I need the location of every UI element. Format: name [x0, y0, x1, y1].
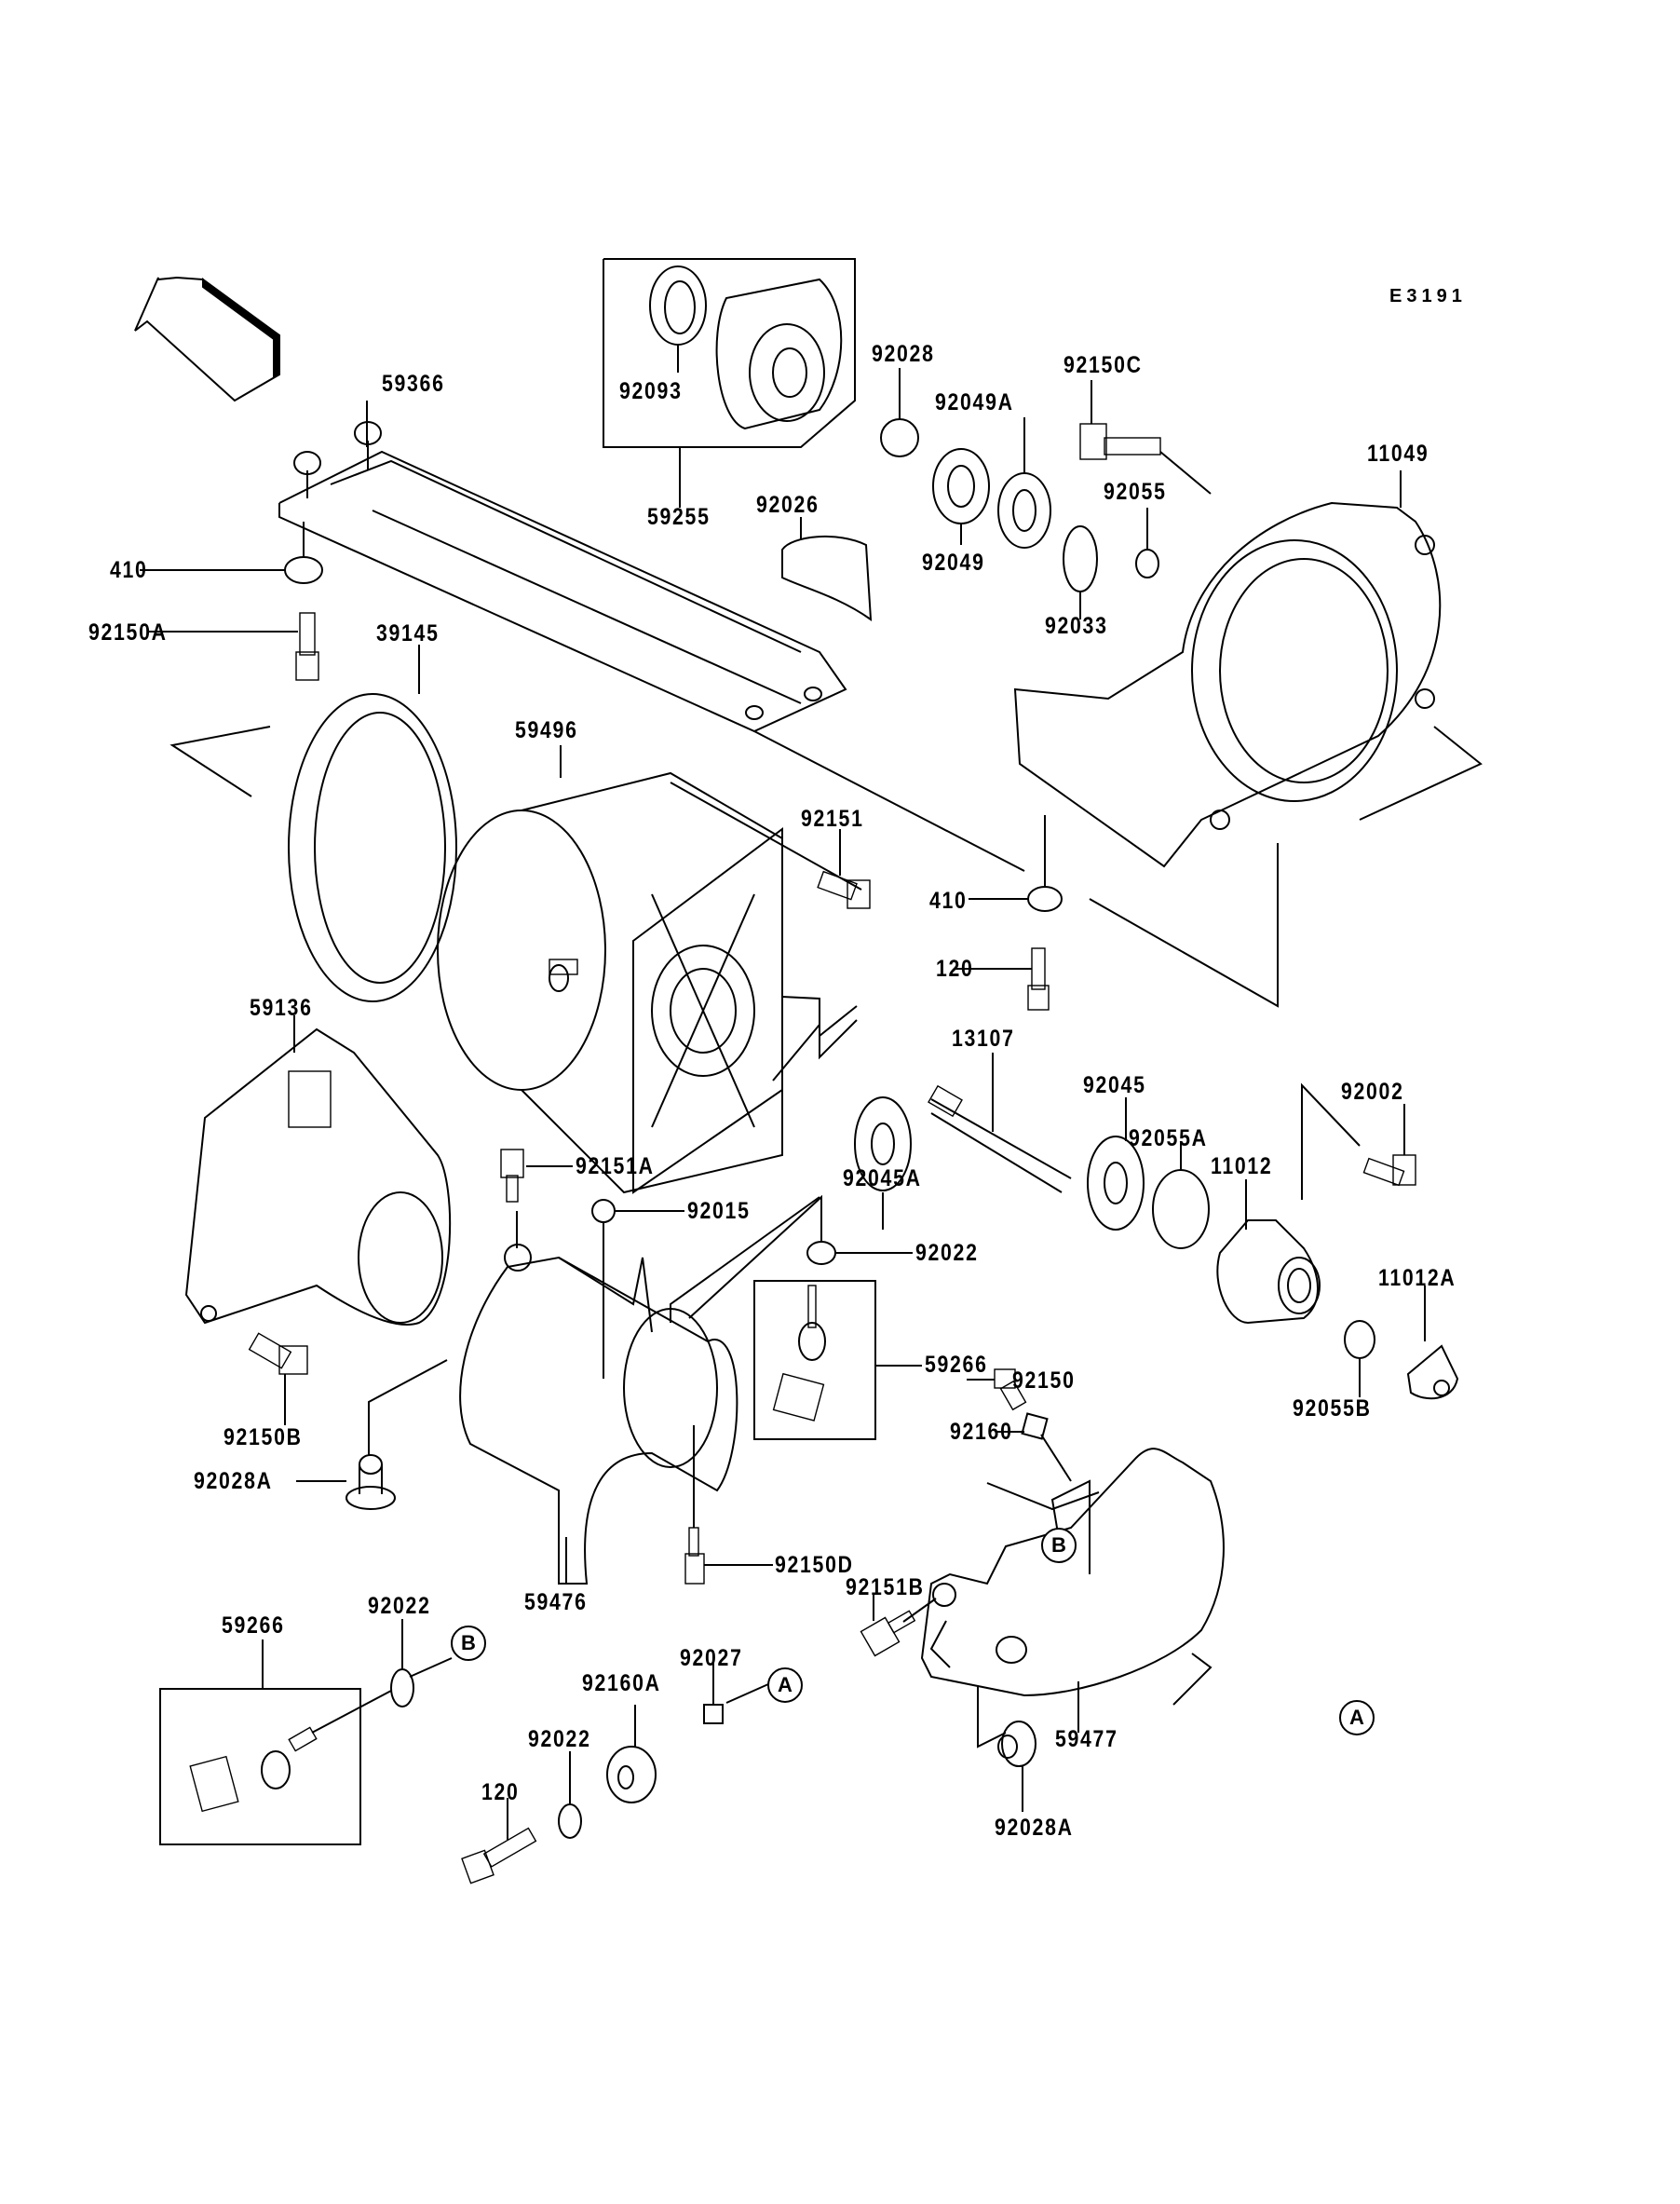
label-120-a: 120: [936, 956, 974, 982]
collar-92028A-b: [997, 1721, 1036, 1767]
fitting-kit-box-b: [159, 1688, 361, 1845]
label-59366: 59366: [382, 371, 445, 397]
bolt-92150C: [1079, 423, 1161, 460]
label-92022-b: 92022: [368, 1593, 431, 1619]
spacer-92022-a: [806, 1241, 836, 1265]
label-92028: 92028: [872, 341, 935, 367]
label-59266-a: 59266: [925, 1352, 988, 1378]
bearing-92049A: [997, 472, 1051, 549]
oring-92055: [1135, 549, 1159, 578]
label-92049A: 92049A: [935, 389, 1014, 415]
label-92150A: 92150A: [88, 619, 168, 646]
fitting-kit-box-a: [753, 1280, 876, 1440]
label-92045: 92045: [1083, 1072, 1146, 1098]
bolt-92151A: [500, 1149, 524, 1203]
label-11012: 11012: [1211, 1153, 1273, 1179]
washer-92022-b: [390, 1668, 414, 1707]
oring-92055B: [1344, 1320, 1375, 1359]
label-92028A-b: 92028A: [995, 1815, 1074, 1841]
label-92033: 92033: [1045, 613, 1108, 639]
impeller-kit-box: [603, 258, 856, 508]
bolt-120-a: [1027, 947, 1050, 1011]
label-92002: 92002: [1341, 1079, 1404, 1105]
front-arrow-icon: [134, 276, 280, 402]
label-11012A: 11012A: [1378, 1265, 1456, 1291]
drive-shaft-13107: [928, 1084, 1072, 1193]
label-92045A: 92045A: [843, 1165, 922, 1191]
ride-plate-part: [278, 401, 847, 733]
label-92151: 92151: [801, 806, 864, 832]
bushing-92160: [1021, 1412, 1049, 1440]
label-92055B: 92055B: [1293, 1395, 1372, 1422]
collar-92028: [880, 418, 919, 457]
label-92049: 92049: [922, 550, 985, 576]
label-92160A: 92160A: [582, 1670, 661, 1696]
label-92151A: 92151A: [576, 1153, 655, 1179]
label-39145: 39145: [376, 620, 440, 646]
collar-92027: [703, 1704, 724, 1724]
label-410-a: 410: [110, 557, 148, 583]
ref-marker-a: A: [1339, 1700, 1375, 1735]
oring-92055A: [1152, 1169, 1210, 1249]
label-59476: 59476: [524, 1589, 588, 1615]
spacer-410-b: [1027, 886, 1063, 912]
label-92022-c: 92022: [528, 1726, 591, 1752]
cap-92026: [781, 536, 873, 622]
label-92022-a: 92022: [915, 1240, 979, 1266]
label-92150-b: 92150: [1012, 1367, 1076, 1394]
circlip-92033: [1063, 525, 1098, 592]
label-59255: 59255: [647, 504, 711, 530]
bolt-120-b: [461, 1827, 537, 1884]
ref-marker-b: B: [1041, 1528, 1077, 1563]
label-92150B: 92150B: [224, 1424, 303, 1450]
spacer-410-a: [284, 556, 323, 584]
label-59136: 59136: [250, 995, 313, 1021]
label-92027: 92027: [680, 1645, 743, 1671]
ref-marker-b: B: [451, 1626, 486, 1661]
label-92093: 92093: [619, 378, 683, 404]
cap-11012A: [1406, 1344, 1459, 1400]
label-92150D: 92150D: [775, 1552, 854, 1578]
bearing-92045: [1087, 1136, 1145, 1231]
pump-housing-11049: [1013, 501, 1442, 868]
bearing-92045A: [854, 1096, 912, 1191]
label-92015: 92015: [687, 1198, 751, 1224]
steering-nozzle-59136: [184, 1027, 452, 1326]
pump-cap-11012: [1216, 1219, 1321, 1325]
bolt-92151B: [860, 1610, 916, 1657]
label-59266-b: 59266: [222, 1612, 285, 1639]
label-92150C: 92150C: [1064, 352, 1143, 378]
label-92055A: 92055A: [1129, 1125, 1208, 1151]
label-92026: 92026: [756, 492, 820, 518]
bolt-92002: [1362, 1154, 1416, 1187]
bolt-92150D: [684, 1527, 705, 1585]
label-13107: 13107: [952, 1026, 1015, 1052]
label-59496: 59496: [515, 717, 578, 743]
bolt-92150B: [248, 1332, 308, 1375]
bearing-92049: [932, 448, 990, 524]
label-11049: 11049: [1367, 441, 1429, 467]
label-92028A-a: 92028A: [194, 1468, 273, 1494]
label-120-b: 120: [481, 1779, 520, 1805]
label-92151B: 92151B: [846, 1574, 925, 1600]
reverse-bucket-59477: [920, 1448, 1225, 1697]
deflector-59476: [459, 1244, 738, 1585]
collar-92028A-a: [345, 1454, 396, 1510]
bolt-92151: [817, 870, 871, 909]
nut-92015: [591, 1199, 616, 1223]
label-92160: 92160: [950, 1419, 1013, 1445]
label-410-b: 410: [929, 888, 968, 914]
diagram-code: E3191: [1389, 286, 1467, 306]
washer-92022-c: [558, 1803, 582, 1839]
label-92055: 92055: [1104, 479, 1167, 505]
bolt-92150A: [295, 612, 319, 681]
bushing-92160A: [606, 1746, 657, 1803]
label-59477: 59477: [1055, 1726, 1118, 1752]
ring-39145: [288, 693, 457, 1002]
ref-marker-a: A: [767, 1667, 803, 1703]
pump-body-59496: [437, 771, 862, 1194]
